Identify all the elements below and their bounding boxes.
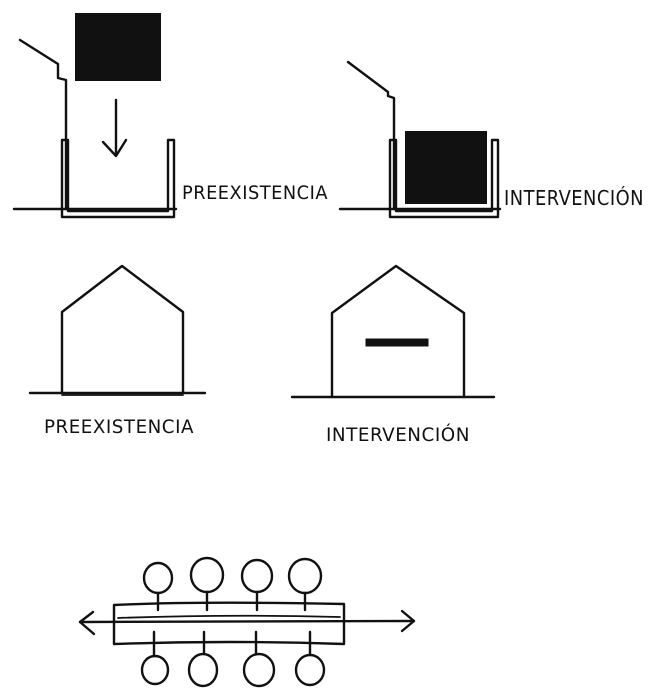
tree-bottom-2: [187, 630, 219, 688]
plan-tree-lined-path: [78, 556, 416, 688]
inserted-slab: [365, 338, 429, 347]
arrow-left-icon: [78, 610, 96, 636]
axis-line: [78, 619, 416, 624]
volume-block: [75, 13, 161, 81]
path-inner-line: [117, 614, 341, 619]
section-intervention: INTERVENCIÓN: [338, 60, 644, 219]
section-preexistence: PREEXISTENCIA: [12, 13, 328, 219]
label-intervencion-mid: INTERVENCIÓN: [326, 422, 470, 446]
tree-top-3: [240, 558, 274, 612]
label-intervencion-top: INTERVENCIÓN: [504, 186, 644, 210]
arrow-right-icon: [400, 609, 416, 633]
elevation-preexistence: PREEXISTENCIA: [28, 264, 207, 438]
tree-top-1: [142, 561, 174, 612]
tree-bottom-1: [140, 630, 170, 686]
container-walls: [388, 138, 500, 219]
building-profile: [346, 60, 396, 211]
tree-bottom-3: [242, 630, 276, 688]
house-outline: [330, 264, 466, 399]
path-strip: [112, 601, 346, 646]
down-arrow: [101, 98, 128, 158]
tree-bottom-4: [294, 630, 326, 687]
container-walls: [60, 138, 176, 219]
volume-block-inserted: [405, 131, 487, 204]
tree-top-2: [189, 556, 225, 612]
building-profile: [18, 38, 68, 211]
label-preexistencia-mid: PREEXISTENCIA: [44, 416, 194, 438]
house-outline: [60, 264, 185, 394]
tree-top-4: [287, 557, 323, 612]
elevation-intervention: INTERVENCIÓN: [290, 264, 496, 446]
label-preexistencia-top: PREEXISTENCIA: [182, 182, 328, 204]
